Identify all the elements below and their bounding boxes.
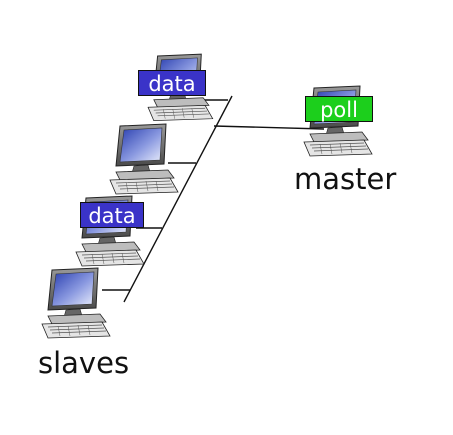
slave-4-computer-icon <box>41 267 111 339</box>
slave-1-data-tag: data <box>138 70 206 96</box>
master-link <box>213 125 325 130</box>
slave-2-computer-icon <box>109 123 179 195</box>
slaves-label: slaves <box>38 346 130 380</box>
shared-bus-line <box>123 95 233 303</box>
master-poll-tag: poll <box>305 96 373 122</box>
master-label: master <box>294 162 397 196</box>
slave-3-data-tag: data <box>80 202 144 228</box>
